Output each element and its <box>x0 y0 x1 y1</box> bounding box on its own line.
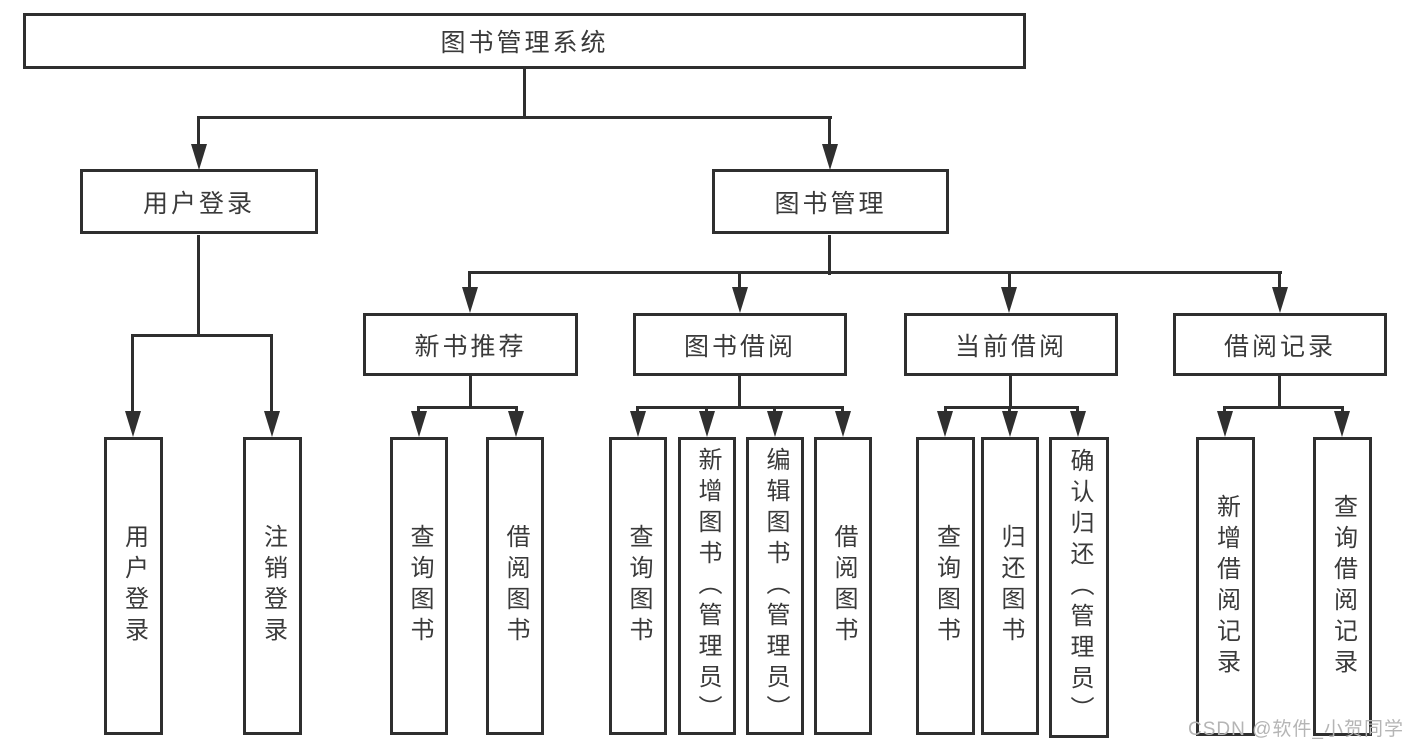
node-label: 查询图书 <box>932 524 960 648</box>
arrow-down-icon <box>411 411 427 437</box>
node-label: 归还图书 <box>997 524 1024 648</box>
node-label: 借阅图书 <box>830 524 857 648</box>
node-user-login: 用户登录 <box>80 169 318 234</box>
connector-line <box>131 334 273 337</box>
node-label: 借阅记录 <box>1223 332 1336 361</box>
arrow-down-icon <box>767 411 783 437</box>
node-new-book-recommendation: 新书推荐 <box>363 313 578 376</box>
node-current-borrowing: 当前借阅 <box>904 313 1118 376</box>
arrow-down-icon <box>508 411 524 437</box>
node-borrowing-records: 借阅记录 <box>1173 313 1387 376</box>
node-label: 查询图书 <box>625 524 652 648</box>
connector-line <box>469 271 1282 274</box>
node-book-management: 图书管理 <box>712 169 949 234</box>
node-label: 确认归还（管理员） <box>1066 448 1093 727</box>
leaf-add-borrowing-record: 新增借阅记录 <box>1196 437 1255 736</box>
node-label: 新增借阅记录 <box>1212 493 1240 680</box>
connector-line <box>828 235 831 275</box>
leaf-borrow-books-recommend: 借阅图书 <box>486 437 544 735</box>
connector-line <box>469 376 472 409</box>
connector-line <box>1223 406 1343 409</box>
connector-line <box>523 69 526 119</box>
leaf-query-books-current: 查询图书 <box>916 437 975 735</box>
node-label: 新书推荐 <box>414 332 527 361</box>
arrow-down-icon <box>1070 411 1086 437</box>
connector-line <box>417 406 518 409</box>
leaf-user-login: 用户登录 <box>104 437 163 735</box>
leaf-query-borrowing-record: 查询借阅记录 <box>1313 437 1372 736</box>
arrow-down-icon <box>835 411 851 437</box>
connector-line <box>636 406 844 409</box>
connector-line <box>1008 271 1011 291</box>
node-label: 图书管理 <box>774 189 887 218</box>
arrow-down-icon <box>1002 411 1018 437</box>
arrow-down-icon <box>630 411 646 437</box>
node-library-management-system: 图书管理系统 <box>23 13 1026 69</box>
leaf-query-books-recommend: 查询图书 <box>390 437 448 735</box>
arrow-down-icon <box>1001 287 1017 313</box>
connector-line <box>1009 376 1012 409</box>
arrow-down-icon <box>1217 411 1233 437</box>
node-label: 编辑图书（管理员） <box>762 446 789 726</box>
connector-line <box>1278 271 1281 291</box>
arrow-down-icon <box>699 411 715 437</box>
node-label: 用户登录 <box>142 189 255 218</box>
arrow-down-icon <box>191 144 207 170</box>
leaf-borrow-books-borrowing: 借阅图书 <box>814 437 872 735</box>
arrow-down-icon <box>822 144 838 170</box>
connector-line <box>944 406 1079 409</box>
node-label: 当前借阅 <box>954 332 1067 361</box>
leaf-return-books: 归还图书 <box>981 437 1039 735</box>
node-label: 图书借阅 <box>683 332 796 361</box>
connector-line <box>131 334 134 416</box>
leaf-edit-book-admin: 编辑图书（管理员） <box>746 437 804 735</box>
connector-line <box>198 116 832 119</box>
connector-line <box>1278 376 1281 409</box>
connector-line <box>738 376 741 409</box>
node-label: 新增图书（管理员） <box>694 446 721 726</box>
connector-line <box>738 271 741 291</box>
leaf-add-book-admin: 新增图书（管理员） <box>678 437 736 735</box>
node-label: 查询图书 <box>406 524 433 648</box>
leaf-query-books-borrowing: 查询图书 <box>609 437 667 735</box>
watermark: CSDN @软件_小贺同学 <box>1188 719 1404 740</box>
connector-line <box>197 235 200 337</box>
leaf-logout: 注销登录 <box>243 437 302 735</box>
node-label: 查询借阅记录 <box>1329 493 1357 680</box>
leaf-confirm-return-admin: 确认归还（管理员） <box>1049 437 1109 738</box>
connector-line <box>270 334 273 416</box>
node-book-borrowing: 图书借阅 <box>633 313 847 376</box>
arrow-down-icon <box>125 411 141 437</box>
connector-line <box>828 116 831 150</box>
arrow-down-icon <box>264 411 280 437</box>
arrow-down-icon <box>462 287 478 313</box>
node-label: 注销登录 <box>259 524 287 648</box>
arrow-down-icon <box>1334 411 1350 437</box>
node-label: 图书管理系统 <box>440 29 609 57</box>
node-label: 用户登录 <box>120 524 148 648</box>
arrow-down-icon <box>937 411 953 437</box>
connector-line <box>197 116 200 150</box>
arrow-down-icon <box>732 287 748 313</box>
arrow-down-icon <box>1272 287 1288 313</box>
node-label: 借阅图书 <box>502 524 529 648</box>
connector-line <box>468 271 471 291</box>
